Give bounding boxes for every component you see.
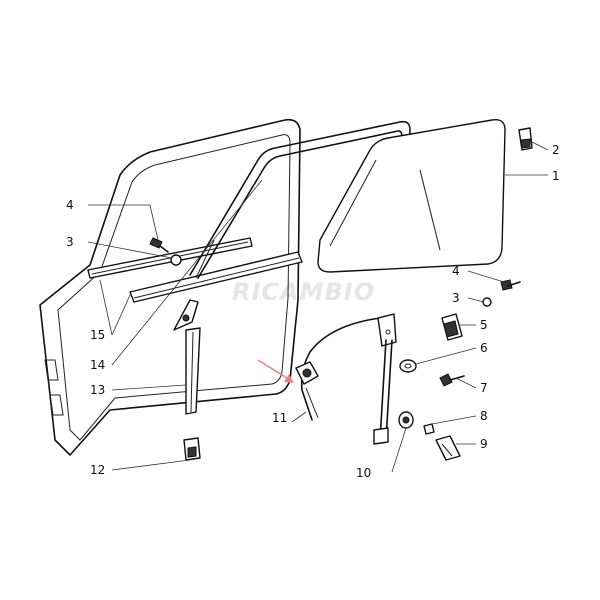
guide-block bbox=[441, 313, 463, 341]
bolt-upper-left bbox=[149, 237, 169, 253]
washer-right bbox=[482, 297, 492, 307]
door-frame bbox=[39, 118, 301, 456]
bushing bbox=[398, 411, 414, 429]
callout-1: 1 bbox=[552, 169, 560, 183]
glass-clip bbox=[518, 127, 533, 151]
callout-4-left: 4 bbox=[66, 198, 74, 212]
callout-13: 13 bbox=[90, 383, 105, 397]
glass-run-channel bbox=[189, 120, 411, 279]
callout-6: 6 bbox=[480, 341, 488, 355]
callout-2: 2 bbox=[552, 143, 560, 157]
callout-7: 7 bbox=[480, 381, 488, 395]
callout-3-right: 3 bbox=[452, 291, 460, 305]
callout-12: 12 bbox=[90, 463, 105, 477]
front-guide-rail bbox=[173, 299, 201, 415]
callout-14: 14 bbox=[90, 358, 105, 372]
callout-3-left: 3 bbox=[66, 235, 74, 249]
callout-4-right: 4 bbox=[452, 264, 460, 278]
handle-clip bbox=[435, 435, 461, 461]
leader-lines bbox=[87, 139, 549, 473]
callout-11: 11 bbox=[272, 411, 287, 425]
window-regulator bbox=[295, 313, 397, 445]
callout-15: 15 bbox=[90, 328, 105, 342]
pointer-arrow bbox=[257, 359, 294, 383]
callout-8: 8 bbox=[480, 409, 488, 423]
lower-bracket bbox=[183, 437, 201, 461]
screw bbox=[439, 373, 465, 387]
callout-10: 10 bbox=[356, 466, 371, 480]
ring-washer bbox=[399, 359, 417, 373]
callout-9: 9 bbox=[480, 437, 488, 451]
callout-5: 5 bbox=[480, 318, 488, 332]
callout-numbers: 1 2 3 3 4 4 5 6 7 8 9 10 11 12 13 14 15 bbox=[66, 143, 560, 480]
washer-upper-left bbox=[170, 254, 182, 266]
watermark-text: RICAMBIO bbox=[232, 278, 375, 306]
window-glass bbox=[317, 119, 506, 273]
bolt-right bbox=[500, 279, 521, 291]
small-clip bbox=[423, 423, 435, 435]
